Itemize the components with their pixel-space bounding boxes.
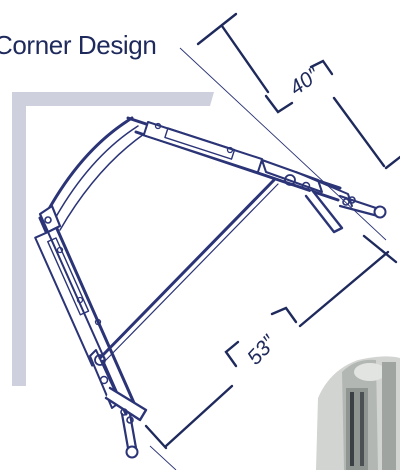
dimension-53 [144, 234, 398, 450]
dimension-40 [196, 12, 400, 170]
lift-frame [34, 116, 387, 459]
page-title: Corner Design [0, 30, 157, 60]
dimension-40-label: 40″ [285, 62, 325, 100]
product-photo-fragment [316, 356, 400, 470]
dimension-53-label: 53″ [243, 330, 282, 369]
